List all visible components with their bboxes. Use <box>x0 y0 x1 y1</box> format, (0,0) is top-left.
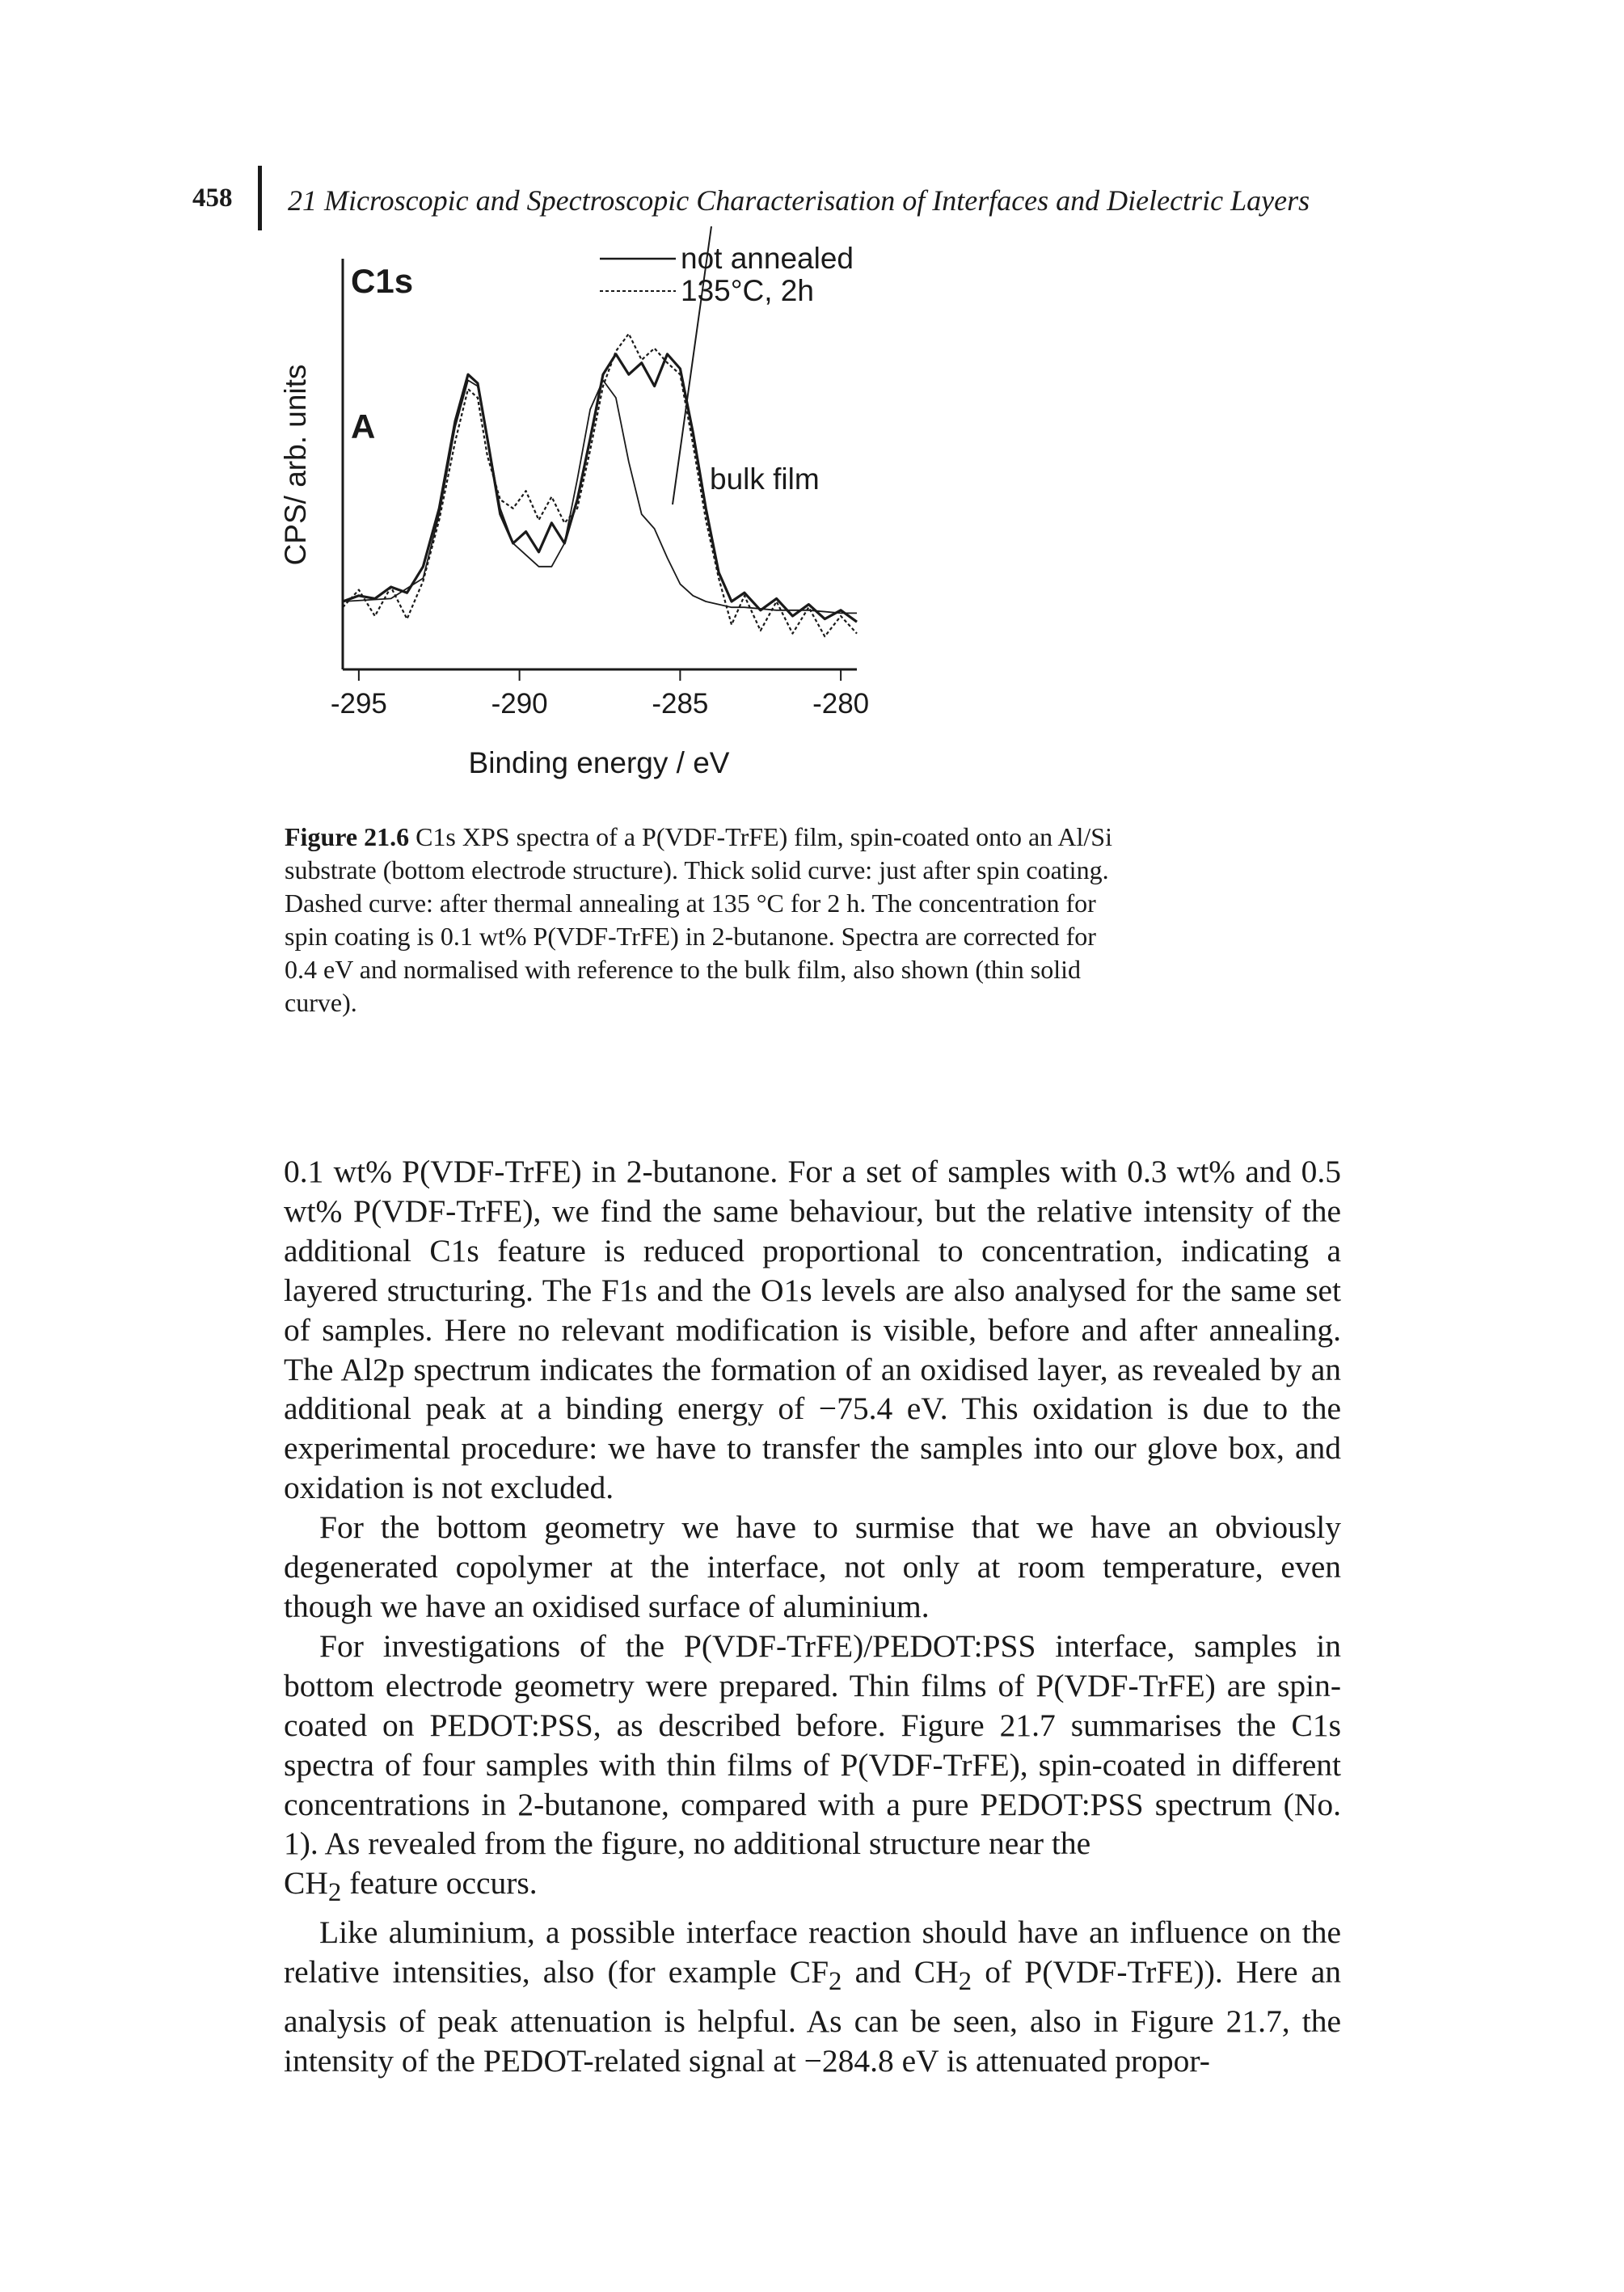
paragraph-3-end-post: feature occurs. <box>341 1865 538 1902</box>
paragraph-4: Like aluminium, a possible interface rea… <box>284 1913 1341 2081</box>
bulk-film-annotation: bulk film <box>710 462 820 496</box>
bulk-film-pointer <box>672 226 712 505</box>
x-axis-title: Binding energy / eV <box>469 746 730 779</box>
header-divider <box>258 166 262 230</box>
x-ticks: -295 -290 -285 -280 <box>331 669 869 720</box>
paragraph-3: For investigations of the P(VDF-TrFE)/PE… <box>284 1627 1341 1913</box>
paragraph-4-mid: and CH <box>842 1954 959 1990</box>
running-title: 21 Microscopic and Spectroscopic Charact… <box>288 184 1310 217</box>
paragraph-2: For the bottom geometry we have to surmi… <box>284 1509 1341 1624</box>
legend: not annealed 135°C, 2h <box>600 242 854 307</box>
y-axis-title: CPS/ arb. units <box>279 365 312 566</box>
paragraph-3-end-pre: CH <box>284 1865 328 1902</box>
paragraph-3-text: For investigations of the P(VDF-TrFE)/PE… <box>284 1627 1341 1862</box>
legend-label-not-annealed: not annealed <box>681 242 854 275</box>
series-line-bulk-film <box>342 379 857 614</box>
paragraph-4-sub-ch: 2 <box>958 1966 972 1996</box>
x-tick-label: -280 <box>812 688 869 720</box>
panel-title: C1s <box>351 262 413 300</box>
paragraph-3-end-sub: 2 <box>327 1878 342 1908</box>
page-number: 458 <box>192 184 233 213</box>
x-tick-label: -285 <box>652 688 708 720</box>
xps-figure: -295 -290 -285 -280 CPS/ arb. units Binding… <box>279 226 869 779</box>
panel-label: A <box>351 407 375 445</box>
paragraph-4-sub-cf: 2 <box>829 1966 842 1996</box>
paragraph-4-post: of P(VDF-TrFE)). Here an analysis of pea… <box>284 1954 1341 2079</box>
series-line-135-c-2h <box>342 332 858 638</box>
x-tick-label: -295 <box>331 688 387 720</box>
figure-caption: Figure 21.6 C1s XPS spectra of a P(VDF-T… <box>285 821 1117 1019</box>
caption-text: C1s XPS spectra of a P(VDF-TrFE) film, s… <box>285 822 1112 1017</box>
caption-label: Figure 21.6 <box>285 822 410 851</box>
spectra-lines <box>342 332 858 638</box>
paragraph-1: 0.1 wt% P(VDF-TrFE) in 2-butanone. For a… <box>284 1154 1341 1506</box>
paragraph-4-pre: Like aluminium, a possible interface rea… <box>284 1914 1341 1990</box>
series-line-not-annealed <box>342 352 858 623</box>
x-tick-label: -290 <box>491 688 548 720</box>
body-text: 0.1 wt% P(VDF-TrFE) in 2-butanone. For a… <box>284 1152 1341 2081</box>
